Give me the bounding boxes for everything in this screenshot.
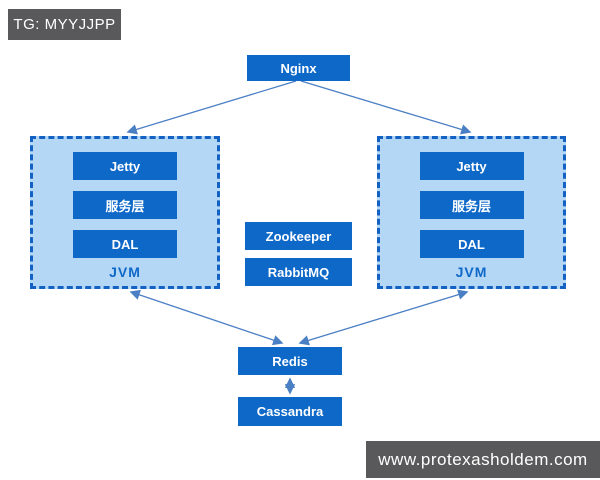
- edge-nginx-left-cluster: [126, 80, 297, 135]
- node-service-layer-right: 服务层: [419, 191, 524, 219]
- right-jvm-cluster: Jetty 服务层 DAL JVM: [377, 136, 566, 289]
- edge-nginx-right-cluster: [300, 80, 472, 135]
- edge-right-cluster-redis: [298, 289, 469, 346]
- node-dal-right: DAL: [419, 230, 524, 258]
- node-rabbitmq: RabbitMQ: [245, 258, 352, 286]
- jvm-label-left: JVM: [109, 264, 141, 280]
- website-watermark-badge: www.protexasholdem.com: [366, 441, 600, 478]
- node-zookeeper: Zookeeper: [245, 222, 352, 250]
- node-nginx: Nginx: [247, 55, 350, 81]
- jvm-label-right: JVM: [455, 264, 488, 280]
- node-cassandra: Cassandra: [238, 397, 342, 426]
- left-jvm-cluster: Jetty 服务层 DAL JVM: [30, 136, 220, 289]
- node-jetty-right: Jetty: [419, 152, 524, 180]
- node-dal-left: DAL: [73, 230, 177, 258]
- telegram-watermark-badge: TG: MYYJJPP: [8, 9, 121, 40]
- edge-left-cluster-redis: [129, 289, 284, 346]
- node-service-layer-left: 服务层: [73, 191, 177, 219]
- node-jetty-left: Jetty: [73, 152, 177, 180]
- node-redis: Redis: [238, 347, 342, 375]
